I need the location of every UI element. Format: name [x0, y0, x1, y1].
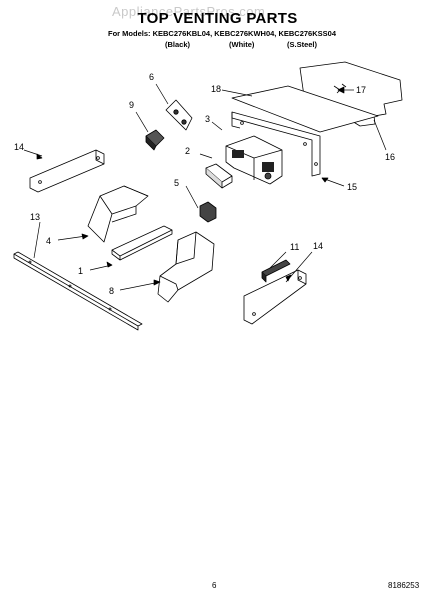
part-3-vent-assembly — [225, 135, 283, 185]
callout-17: 17 — [356, 85, 366, 95]
callout-3: 3 — [205, 114, 210, 124]
callout-4: 4 — [46, 236, 51, 246]
callout-14-left: 14 — [14, 142, 24, 152]
part-11-terminal-block — [261, 259, 291, 283]
document-number: 8186253 — [388, 581, 420, 590]
callout-6: 6 — [149, 72, 154, 82]
models-line: For Models: KEBC276KBL04, KEBC276KWH04, … — [108, 29, 336, 38]
callout-16: 16 — [385, 152, 395, 162]
page-number: 6 — [212, 581, 217, 590]
callout-8: 8 — [109, 286, 114, 296]
part-9-switch — [145, 129, 165, 151]
color-stainless: (S.Steel) — [287, 40, 318, 49]
leader-lines — [23, 83, 387, 291]
callout-5: 5 — [174, 178, 179, 188]
callout-9: 9 — [129, 100, 134, 110]
callout-18: 18 — [211, 84, 221, 94]
part-18-vent-plate — [231, 85, 379, 133]
callout-13: 13 — [30, 212, 40, 222]
callout-labels: 1 2 3 4 5 6 8 9 11 13 14 14 15 16 17 18 — [14, 72, 395, 296]
part-4-duct — [87, 185, 149, 243]
callout-15: 15 — [347, 182, 357, 192]
color-black: (Black) — [165, 40, 191, 49]
part-2-block — [205, 163, 233, 189]
part-13-strip — [13, 251, 143, 331]
callout-2: 2 — [185, 146, 190, 156]
part-5-connector — [199, 201, 217, 223]
part-15-bracket — [231, 111, 321, 177]
part-1-channel — [111, 225, 173, 261]
callout-11: 11 — [290, 242, 299, 252]
part-14-bracket-right — [243, 269, 307, 325]
part-14-bracket-left — [29, 149, 105, 193]
watermark: AppliancePartsPros.com — [112, 4, 266, 19]
part-6-sensor — [165, 99, 193, 131]
color-white: (White) — [229, 40, 255, 49]
callout-14-right: 14 — [313, 241, 323, 251]
callout-1: 1 — [78, 266, 83, 276]
part-8-bracket — [157, 231, 215, 303]
page-title: TOP VENTING PARTS — [137, 10, 298, 27]
